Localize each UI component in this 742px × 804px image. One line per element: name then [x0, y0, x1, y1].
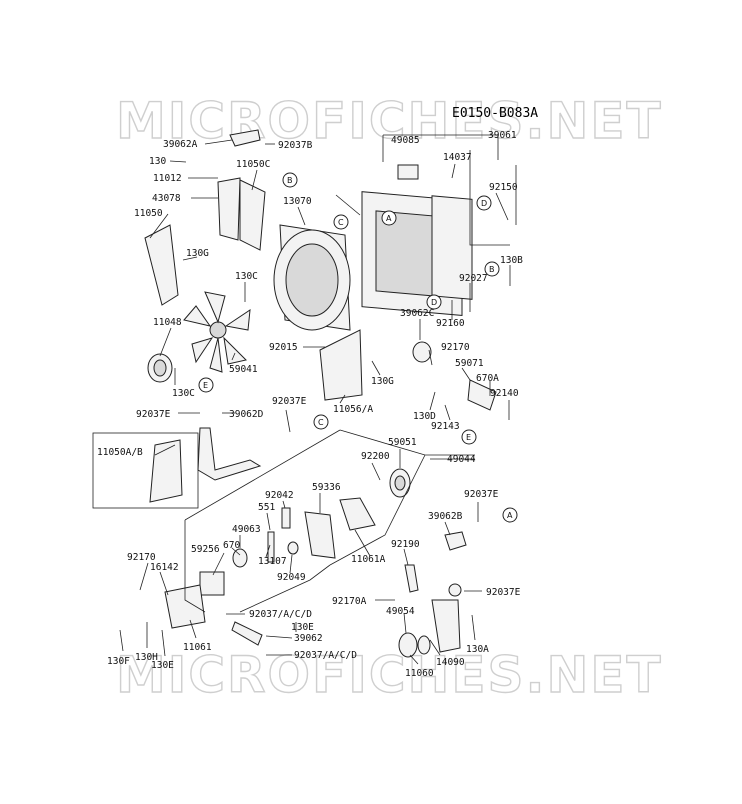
part-label: 92190	[391, 539, 420, 550]
part-label: 43078	[152, 193, 181, 204]
part-label: 92037E	[136, 409, 171, 420]
part-label: 92037E	[272, 396, 307, 407]
part-label: 11061	[183, 642, 212, 653]
part-label: 92143	[431, 421, 460, 432]
part-label: 39062B	[428, 511, 463, 522]
brackets	[144, 177, 376, 531]
part-label: 39062A	[163, 139, 198, 150]
watermark-bottom: MICROFICHES.NET	[116, 646, 663, 704]
part-label: 130H	[135, 652, 158, 663]
leader-lines	[119, 139, 511, 665]
part-labels: 39062A 92037B 49085 39061 130 11012 1105…	[97, 130, 523, 679]
pulley	[147, 353, 173, 383]
part-label: 59051	[388, 437, 417, 448]
part-label: 14037	[443, 152, 472, 163]
part-label: 130G	[186, 248, 209, 259]
part-label: 11050C	[236, 159, 270, 170]
part-label: 670A	[476, 373, 499, 384]
part-label: 11060	[405, 668, 434, 679]
part-label: 92170	[127, 552, 156, 563]
part-label: 92037B	[278, 140, 313, 151]
part-label: 11012	[153, 173, 182, 184]
part-label: 11050	[134, 208, 163, 219]
part-label: 59336	[312, 482, 341, 493]
part-label: 130	[149, 156, 166, 167]
radiator-assembly	[335, 134, 517, 316]
part-label: 92037E	[486, 587, 521, 598]
part-label: 11056/A	[333, 404, 373, 415]
part-label: 130D	[413, 411, 436, 422]
part-label: 130C	[235, 271, 258, 282]
part-label: 13070	[283, 196, 312, 207]
part-label: 11061A	[351, 554, 386, 565]
part-label: 13107	[258, 556, 287, 567]
part-label: 11050A/B	[97, 447, 143, 458]
callout-b2: B	[489, 265, 495, 274]
part-label: 49063	[232, 524, 261, 535]
part-label: 130E	[291, 622, 314, 633]
part-label: 39061	[488, 130, 517, 141]
part-label: 670	[223, 540, 240, 551]
callout-c2: C	[318, 418, 324, 427]
part-label: 49044	[447, 454, 476, 465]
part-label: 14090	[436, 657, 465, 668]
part-label: 92037/A/C/D	[294, 650, 357, 661]
part-label: 551	[258, 502, 275, 513]
part-label: 92037/A/C/D	[249, 609, 312, 620]
part-label: 92150	[489, 182, 518, 193]
part-label: 59041	[229, 364, 258, 375]
callout-e2: E	[466, 433, 471, 442]
part-label: 92200	[361, 451, 390, 462]
callout-d: D	[481, 199, 487, 208]
part-label: 130F	[107, 656, 130, 667]
inset-box	[92, 432, 199, 509]
part-label: 130A	[466, 644, 489, 655]
hoses	[197, 129, 467, 646]
part-label: 59071	[455, 358, 484, 369]
part-label: 39062D	[229, 409, 264, 420]
callout-e: E	[203, 381, 208, 390]
callout-circles: B C A D B D E E C A	[198, 172, 518, 523]
part-label: 92160	[436, 318, 465, 329]
part-label: 92027	[459, 273, 488, 284]
part-label: 92015	[269, 342, 298, 353]
part-label: 92037E	[464, 489, 499, 500]
part-label: 92170A	[332, 596, 367, 607]
part-label: 130G	[371, 376, 394, 387]
fan-shroud	[273, 224, 351, 331]
part-label: 130B	[500, 255, 523, 266]
part-label: 130C	[172, 388, 195, 399]
part-label: 130E	[151, 660, 174, 671]
part-label: 49054	[386, 606, 415, 617]
part-label: 11048	[153, 317, 182, 328]
callout-a2: A	[507, 511, 513, 520]
callout-a: A	[386, 214, 392, 223]
part-label: 92170	[441, 342, 470, 353]
part-label: 16142	[150, 562, 179, 573]
callout-c: C	[338, 218, 344, 227]
part-label: 39062	[294, 633, 323, 644]
watermark-top: MICROFICHES.NET	[116, 92, 663, 150]
part-label: 92049	[277, 572, 306, 583]
diagram-reference-code: E0150-B083A	[452, 106, 538, 121]
fan	[183, 291, 251, 373]
water-pump-parts	[164, 341, 497, 658]
part-label: 39062C	[400, 308, 434, 319]
part-label: 92042	[265, 490, 294, 501]
part-label: 92140	[490, 388, 519, 399]
part-label: 49085	[391, 135, 420, 146]
part-label: 59256	[191, 544, 220, 555]
callout-d2: D	[431, 298, 437, 307]
callout-b: B	[287, 176, 293, 185]
